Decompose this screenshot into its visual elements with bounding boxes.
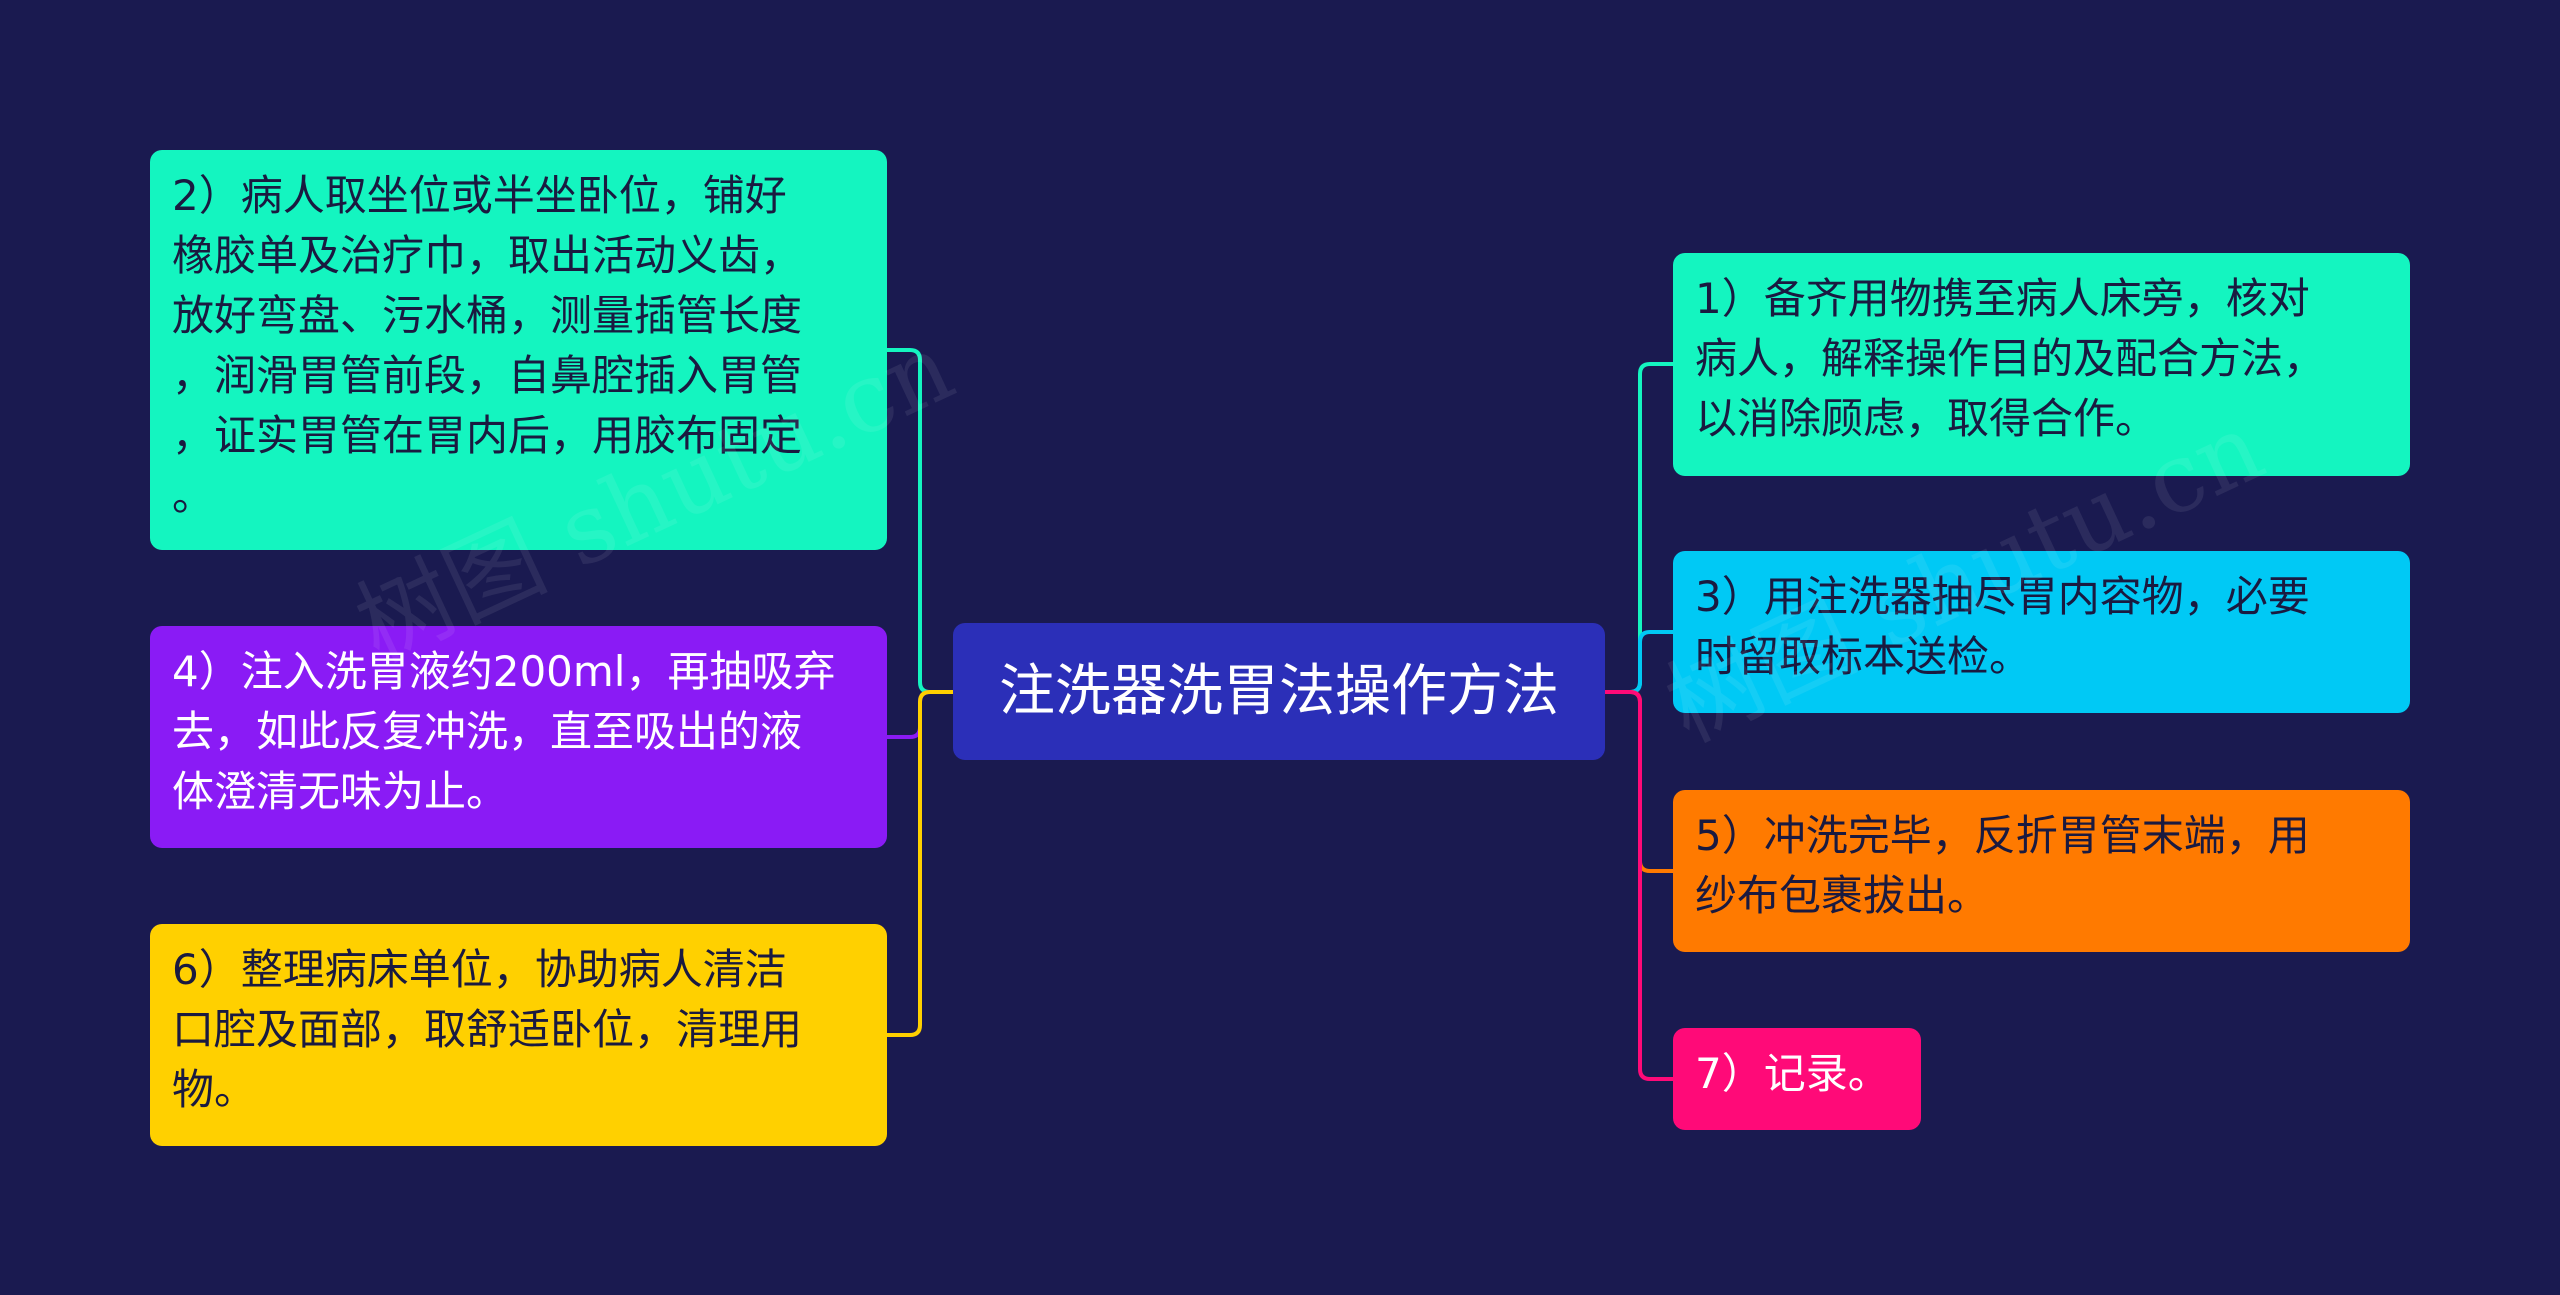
branch-node-step-3[interactable]: 3）用注洗器抽尽胃内容物，必要 时留取标本送检。 xyxy=(1673,551,2410,713)
connector-left-n2 xyxy=(887,348,953,694)
branch-node-step-7[interactable]: 7）记录。 xyxy=(1673,1028,1921,1130)
central-topic[interactable]: 注洗器洗胃法操作方法 xyxy=(953,623,1605,760)
branch-node-step-5[interactable]: 5）冲洗完毕，反折胃管末端，用 纱布包裹拔出。 xyxy=(1673,790,2410,952)
branch-node-step-4[interactable]: 4）注入洗胃液约200ml，再抽吸弃 去，如此反复冲洗，直至吸出的液 体澄清无味… xyxy=(150,626,887,848)
connector-left-n6 xyxy=(887,690,953,1037)
connector-right-n3 xyxy=(1605,630,1673,694)
connector-right-n7 xyxy=(1605,690,1673,1081)
branch-node-step-6[interactable]: 6）整理病床单位，协助病人清洁 口腔及面部，取舒适卧位，清理用 物。 xyxy=(150,924,887,1146)
branch-node-step-1[interactable]: 1）备齐用物携至病人床旁，核对 病人，解释操作目的及配合方法， 以消除顾虑，取得… xyxy=(1673,253,2410,476)
branch-node-step-2[interactable]: 2）病人取坐位或半坐卧位，铺好 橡胶单及治疗巾，取出活动义齿， 放好弯盘、污水桶… xyxy=(150,150,887,550)
